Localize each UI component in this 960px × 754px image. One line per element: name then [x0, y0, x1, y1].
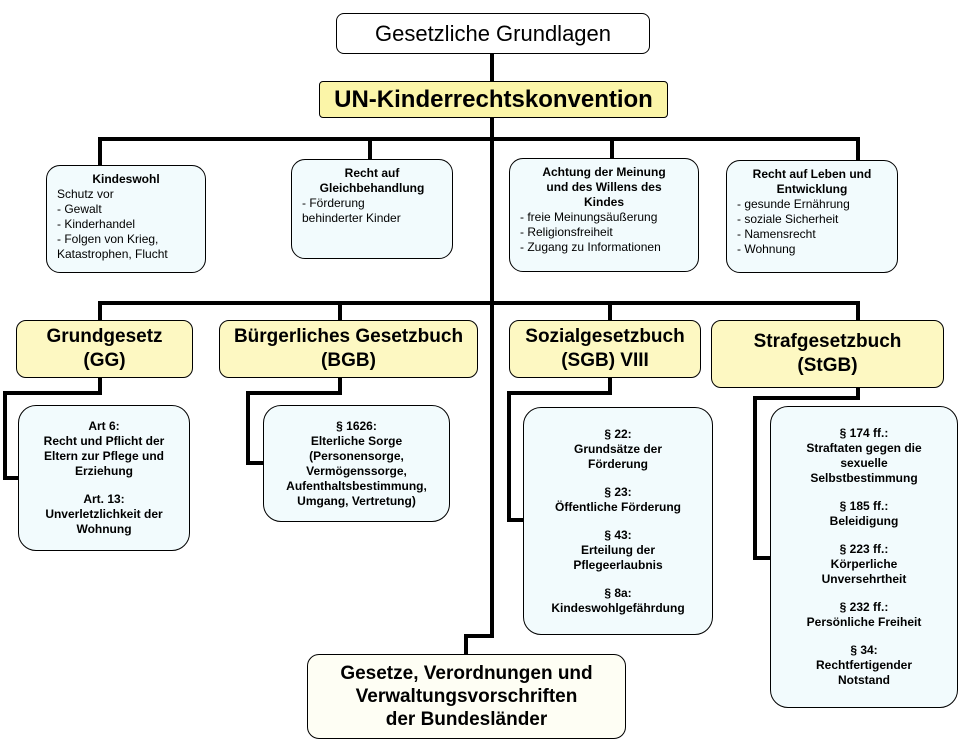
connector — [246, 376, 342, 465]
detail-line: Rechtfertigender — [815, 658, 913, 672]
rights-item: - Kinderhandel — [57, 217, 136, 231]
law-box-stgb: Strafgesetzbuch (StGB) — [711, 320, 944, 388]
rights-box-leben: Recht auf Leben und Entwicklung - gesund… — [726, 160, 898, 273]
detail-line: Kindeswohlgefährdung — [551, 600, 685, 615]
detail-line: Elterliche Sorge — [310, 433, 403, 448]
rights-heading: Achtung der Meinung — [542, 165, 666, 179]
law-box-bgb: Bürgerliches Gesetzbuch (BGB) — [219, 320, 478, 378]
law-name: Bürgerliches Gesetzbuch — [233, 326, 464, 347]
detail-line: § 185 ff.: — [839, 499, 889, 513]
rights-item: - Gewalt — [57, 202, 102, 216]
law-name: (StGB) — [797, 355, 858, 376]
detail-box-sgb: § 22: Grundsätze der Förderung § 23: Öff… — [523, 407, 713, 635]
page-title: Gesetzliche Grundlagen — [374, 20, 612, 46]
law-name: (GG) — [83, 350, 126, 371]
detail-line: Unverletzlichkeit der — [45, 507, 163, 521]
detail-line: Straftaten gegen die — [806, 441, 922, 455]
connector — [3, 376, 102, 480]
law-name: (BGB) — [321, 350, 376, 371]
detail-line: sexuelle — [840, 456, 888, 470]
detail-line: Notstand — [838, 673, 890, 687]
detail-line: § 43: — [604, 527, 632, 542]
detail-line: § 232 ff.: — [839, 600, 889, 614]
states-line: der Bundesländer — [385, 709, 548, 730]
law-box-sgb: Sozialgesetzbuch (SGB) VIII — [509, 320, 701, 378]
law-name: (SGB) VIII — [561, 350, 649, 371]
detail-line: Unversehrtheit — [821, 572, 907, 586]
connector — [753, 386, 860, 560]
detail-line: Pflegeerlaubnis — [573, 557, 663, 572]
detail-line: Aufenthaltsbestimmung, — [286, 478, 427, 493]
law-name: Grundgesetz — [46, 326, 163, 347]
detail-line: § 23: — [604, 484, 632, 499]
detail-line: Art 6: — [88, 419, 120, 433]
detail-line: Wohnung — [76, 522, 132, 536]
detail-line: Vermögenssorge, — [306, 463, 407, 478]
rights-item: Schutz vor — [57, 187, 114, 201]
rights-item: - freie Meinungsäußerung — [520, 210, 658, 224]
rights-box-meinung: Achtung der Meinung und des Willens des … — [509, 158, 699, 272]
detail-line: § 34: — [850, 643, 878, 657]
detail-line: § 174 ff.: — [839, 426, 889, 440]
rights-box-gleichbehandlung: Recht auf Gleichbehandlung - Förderung b… — [291, 159, 453, 259]
convention-label: UN-Kinderrechtskonvention — [334, 85, 653, 113]
detail-line: Art. 13: — [83, 492, 125, 506]
law-box-gg: Grundgesetz (GG) — [16, 320, 193, 378]
detail-line: Körperliche — [830, 557, 898, 571]
detail-line: Grundsätze der — [573, 441, 663, 456]
detail-line: § 1626: — [336, 418, 377, 433]
rights-box-kindeswohl: Kindeswohl Schutz vor - Gewalt - Kinderh… — [46, 165, 206, 273]
detail-line: Selbstbestimmung — [810, 471, 918, 485]
rights-item: - Wohnung — [737, 242, 796, 256]
detail-line: Erteilung der — [580, 542, 655, 557]
rights-heading: Gleichbehandlung — [319, 181, 425, 195]
rights-item: - Namensrecht — [737, 227, 816, 241]
law-name: Sozialgesetzbuch — [525, 326, 685, 347]
rights-item: behinderter Kinder — [302, 211, 401, 225]
rights-item: - gesunde Ernährung — [737, 197, 850, 211]
detail-line: Öffentliche Förderung — [555, 499, 681, 514]
detail-line: Persönliche Freiheit — [806, 615, 922, 629]
rights-heading: Recht auf Leben und — [752, 167, 872, 181]
detail-line: Förderung — [588, 456, 648, 471]
detail-line: § 22: — [604, 426, 632, 441]
rights-heading: Entwicklung — [776, 182, 848, 196]
detail-line: Beleidigung — [829, 514, 899, 528]
connector — [464, 301, 494, 656]
rights-heading: Kindeswohl — [92, 172, 160, 186]
rights-item: - Förderung — [302, 196, 365, 210]
rights-item: - soziale Sicherheit — [737, 212, 839, 226]
detail-box-gg: Art 6: Recht und Pflicht der Eltern zur … — [18, 405, 190, 551]
detail-box-bgb: § 1626: Elterliche Sorge (Personensorge,… — [263, 405, 450, 522]
convention-box: UN-Kinderrechtskonvention — [319, 81, 668, 118]
connector — [507, 376, 612, 522]
states-line: Verwaltungsvorschriften — [355, 686, 578, 707]
detail-line: Eltern zur Pflege und — [43, 449, 164, 463]
detail-line: § 223 ff.: — [839, 542, 889, 556]
rights-item: - Folgen von Krieg, — [57, 232, 159, 246]
detail-line: Recht und Pflicht der — [43, 434, 165, 448]
rights-heading: und des Willens des — [546, 180, 662, 194]
states-box: Gesetze, Verordnungen und Verwaltungsvor… — [307, 654, 626, 739]
states-line: Gesetze, Verordnungen und — [340, 663, 593, 684]
rights-item: - Zugang zu Informationen — [520, 240, 661, 254]
detail-line: Erziehung — [74, 464, 133, 478]
rights-item: - Religionsfreiheit — [520, 225, 613, 239]
title-box: Gesetzliche Grundlagen — [336, 13, 650, 54]
rights-item: Katastrophen, Flucht — [57, 247, 168, 261]
detail-line: Umgang, Vertretung) — [297, 493, 416, 508]
rights-heading: Recht auf — [344, 166, 400, 180]
detail-box-stgb: § 174 ff.: Straftaten gegen die sexuelle… — [770, 406, 958, 708]
detail-line: (Personensorge, — [309, 448, 404, 463]
law-name: Strafgesetzbuch — [753, 331, 902, 352]
detail-line: § 8a: — [604, 585, 632, 600]
rights-heading: Kindes — [583, 195, 624, 209]
